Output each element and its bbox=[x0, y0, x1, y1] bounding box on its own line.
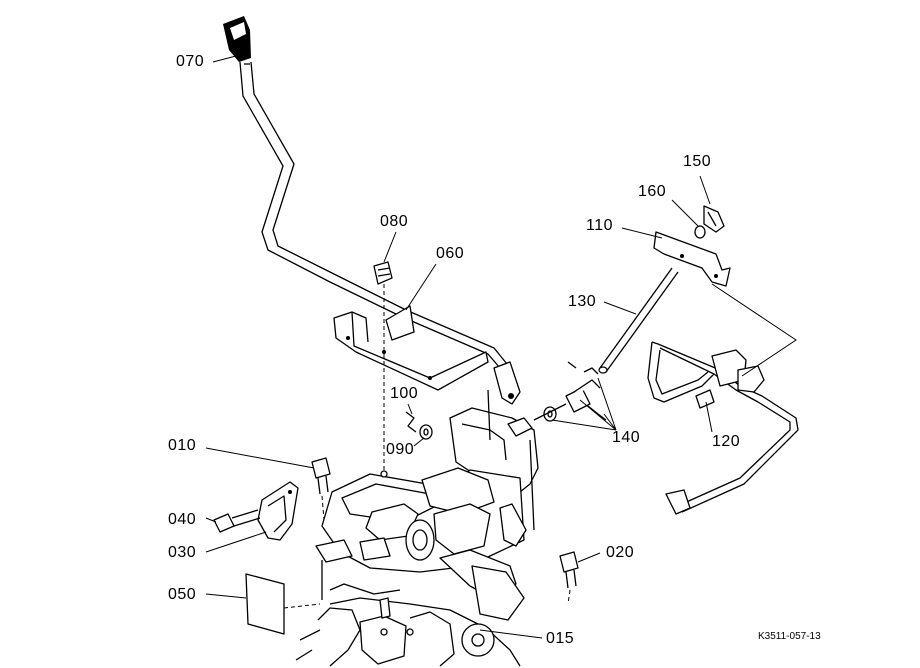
part-label-100: 100 bbox=[390, 385, 419, 402]
part-label-030: 030 bbox=[168, 544, 197, 561]
linkage-140 bbox=[533, 361, 607, 422]
bolt-020 bbox=[559, 551, 579, 605]
bolt-040 bbox=[213, 509, 261, 533]
washer-160 bbox=[694, 225, 706, 239]
part-label-080: 080 bbox=[380, 213, 409, 230]
pipe-assembly-120 bbox=[647, 341, 799, 515]
part-label-060: 060 bbox=[436, 245, 465, 262]
lever-rod bbox=[239, 61, 508, 369]
bolt-080 bbox=[373, 261, 393, 470]
part-label-120: 120 bbox=[712, 433, 741, 450]
bracket-060 bbox=[333, 305, 489, 391]
drawing-code: K3511-057-13 bbox=[758, 631, 821, 642]
lever-knob bbox=[223, 16, 251, 62]
lever-link bbox=[493, 361, 521, 405]
part-label-150: 150 bbox=[683, 153, 712, 170]
part-label-110: 110 bbox=[586, 217, 614, 234]
rod-130 bbox=[598, 267, 679, 374]
engine-block bbox=[295, 467, 527, 667]
leader-lines bbox=[205, 55, 797, 639]
knob-150 bbox=[703, 205, 725, 233]
part-label-050: 050 bbox=[168, 586, 197, 603]
bolt-010 bbox=[311, 457, 331, 521]
part-label-160: 160 bbox=[638, 183, 667, 200]
part-label-015: 015 bbox=[546, 630, 575, 647]
part-label-130: 130 bbox=[568, 293, 597, 310]
bracket-110 bbox=[653, 231, 731, 287]
part-label-070: 070 bbox=[176, 53, 205, 70]
washer-090 bbox=[419, 424, 433, 440]
part-label-040: 040 bbox=[168, 511, 197, 528]
plate-050 bbox=[245, 573, 321, 635]
part-label-140: 140 bbox=[612, 429, 641, 446]
part-label-010: 010 bbox=[168, 437, 197, 454]
part-label-020: 020 bbox=[606, 544, 635, 561]
clamp-030 bbox=[257, 481, 299, 541]
part-label-090: 090 bbox=[386, 441, 415, 458]
pin-100 bbox=[405, 411, 417, 433]
